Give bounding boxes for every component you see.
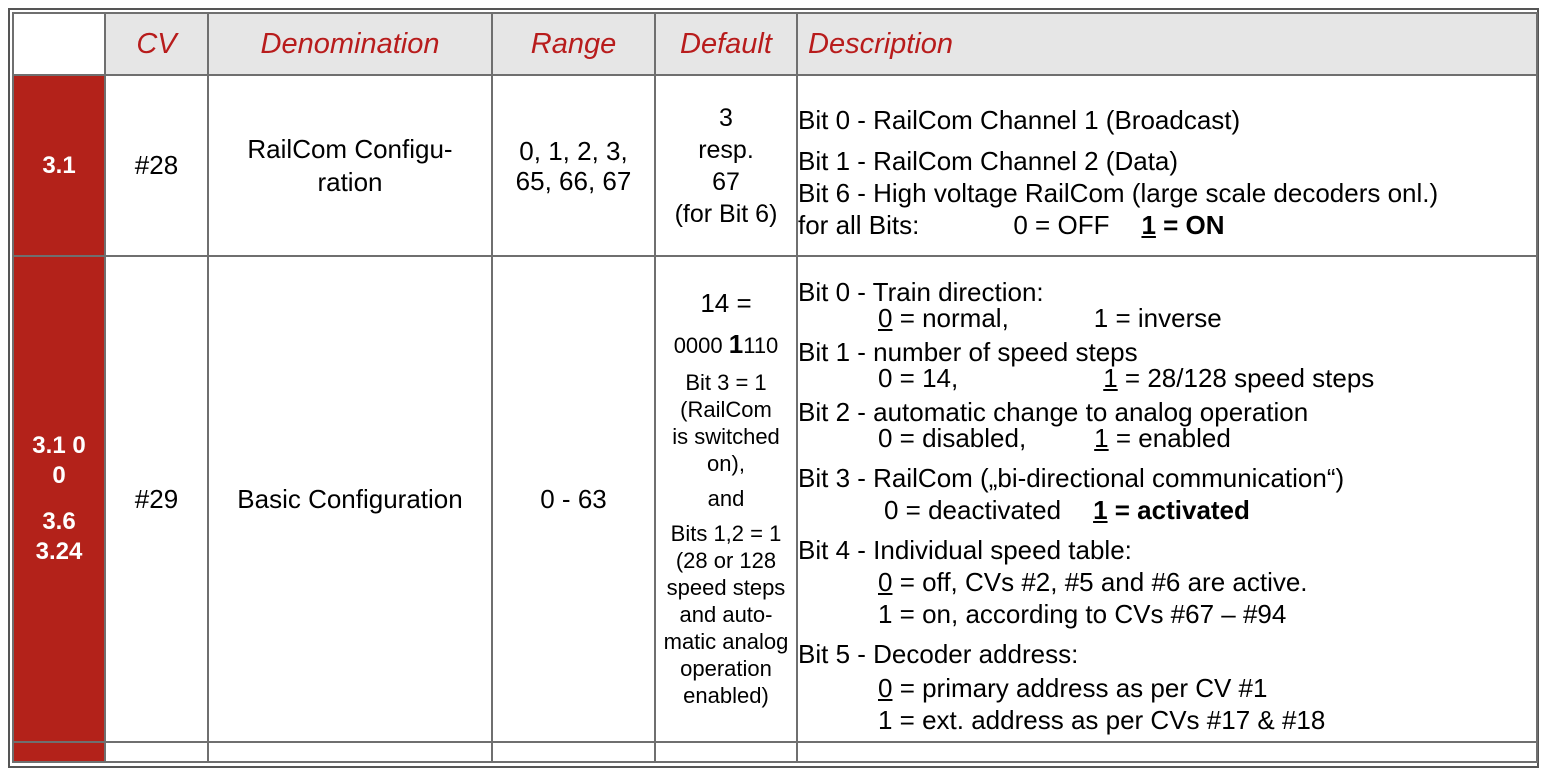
table-cell bbox=[654, 741, 798, 763]
description-line: Bit 0 - Train direction: bbox=[798, 277, 1044, 307]
description-line: Bit 2 - automatic change to analog opera… bbox=[798, 397, 1309, 427]
default-line: matic analog bbox=[663, 628, 789, 654]
value-text: = activated bbox=[1107, 495, 1250, 525]
table-cell bbox=[491, 741, 656, 763]
header-denomination: Denomination bbox=[207, 12, 493, 76]
underlined-value: 1 bbox=[1103, 363, 1118, 393]
description-line: Bit 1 - number of speed steps bbox=[798, 337, 1138, 367]
value-text: 0 = disabled, bbox=[878, 423, 1027, 453]
default-line: enabled) bbox=[683, 682, 769, 708]
cv-number: #29 bbox=[104, 255, 209, 743]
section-number: 0 bbox=[52, 462, 66, 489]
range-cell: 0 - 63 bbox=[491, 255, 656, 743]
description-line: Bit 1 - RailCom Channel 2 (Data) bbox=[798, 146, 1179, 176]
section-number-cell: 3.1 0 0 3.6 3.24 bbox=[12, 255, 106, 743]
default-bits-a: 0000 bbox=[673, 332, 729, 358]
default-line: and bbox=[707, 485, 745, 511]
section-number: 3.24 bbox=[35, 538, 83, 565]
range-line: 0, 1, 2, 3, bbox=[519, 135, 628, 166]
description-line: for all Bits: 0 = OFF 1 = ON bbox=[798, 212, 1536, 238]
cv-number: #28 bbox=[104, 74, 209, 257]
description-line: Bit 0 - RailCom Channel 1 (Broadcast) bbox=[798, 105, 1241, 135]
range-line: 65, 66, 67 bbox=[515, 165, 632, 196]
default-line: resp. bbox=[698, 135, 754, 164]
description-line: Bit 5 - Decoder address: bbox=[798, 639, 1079, 669]
default-line: speed steps bbox=[666, 574, 786, 600]
default-line: 14 = bbox=[700, 287, 752, 318]
default-bits-b: 1 bbox=[728, 328, 744, 359]
underlined-value: 0 bbox=[878, 567, 893, 597]
section-number: 3.6 bbox=[42, 508, 76, 535]
on-value: = ON bbox=[1155, 210, 1225, 240]
value-text: = off, CVs #2, #5 and #6 are active. bbox=[892, 567, 1308, 597]
underlined-value: 0 bbox=[878, 303, 893, 333]
section-number: 3.1 0 bbox=[32, 432, 86, 459]
table-row: 3.1 0 0 3.6 3.24 #29 Basic Configuration… bbox=[12, 255, 1538, 743]
value-text: = normal, bbox=[892, 303, 1009, 333]
table-header-row: CV Denomination Range Default Descriptio… bbox=[12, 12, 1538, 76]
description-line: Bit 3 - RailCom („bi-directional communi… bbox=[798, 463, 1345, 493]
underlined-value: 1 bbox=[1094, 423, 1109, 453]
section-number-cell: 3.1 bbox=[12, 74, 106, 257]
off-value: 0 = OFF bbox=[1013, 210, 1110, 240]
denomination-cell: RailCom Configu- ration bbox=[207, 74, 493, 257]
default-bits-c: 110 bbox=[743, 332, 779, 358]
default-cell: 14 = 0000 1110 Bit 3 = 1 (RailCom is swi… bbox=[654, 255, 798, 743]
description-cell: Bit 0 - RailCom Channel 1 (Broadcast) Bi… bbox=[796, 74, 1538, 257]
description-line: 0 = 14, 1 = 28/128 speed steps bbox=[798, 365, 1536, 391]
section-number-cell bbox=[12, 741, 106, 763]
description-line: Bit 4 - Individual speed table: bbox=[798, 535, 1132, 565]
default-line: (for Bit 6) bbox=[674, 199, 778, 228]
value-text: = 28/128 speed steps bbox=[1117, 363, 1375, 393]
default-line: on), bbox=[707, 450, 745, 476]
description-cell: Bit 0 - Train direction: 0 = normal, 1 = … bbox=[796, 255, 1538, 743]
denomination-line: Basic Configuration bbox=[237, 483, 463, 514]
default-line: Bits 1,2 = 1 bbox=[670, 520, 782, 546]
default-line: 3 bbox=[719, 103, 733, 132]
table-cell bbox=[796, 741, 1538, 763]
default-cell: 3 resp. 67 (for Bit 6) bbox=[654, 74, 798, 257]
description-line: 0 = off, CVs #2, #5 and #6 are active. bbox=[798, 569, 1536, 595]
table-cell bbox=[104, 741, 209, 763]
description-line: 1 = on, according to CVs #67 – #94 bbox=[878, 599, 1287, 629]
header-cv: CV bbox=[104, 12, 209, 76]
description-line: 0 = normal, 1 = inverse bbox=[798, 305, 1536, 331]
value-text: = primary address as per CV #1 bbox=[892, 673, 1268, 703]
default-line: 0000 1110 bbox=[656, 328, 796, 359]
default-line: is switched bbox=[672, 423, 780, 449]
default-line: 67 bbox=[712, 167, 740, 196]
default-line: operation bbox=[680, 655, 772, 681]
header-range: Range bbox=[491, 12, 656, 76]
header-blank bbox=[12, 12, 106, 76]
table-row: 3.1 #28 RailCom Configu- ration 0, 1, 2,… bbox=[12, 74, 1538, 257]
denomination-line: ration bbox=[317, 166, 383, 197]
default-line: Bit 3 = 1 bbox=[685, 369, 767, 395]
section-number: 3.1 bbox=[42, 151, 76, 179]
description-line: 1 = ext. address as per CVs #17 & #18 bbox=[878, 705, 1326, 735]
table-row bbox=[12, 741, 1538, 763]
header-default: Default bbox=[654, 12, 798, 76]
denomination-line: RailCom Configu- bbox=[247, 133, 453, 164]
description-line: 0 = primary address as per CV #1 bbox=[798, 675, 1536, 701]
underlined-value: 0 bbox=[878, 673, 893, 703]
header-description: Description bbox=[796, 12, 1538, 76]
default-line: and auto- bbox=[679, 601, 773, 627]
description-line: 0 = deactivated 1 = activated bbox=[798, 497, 1536, 523]
value-text: 1 = inverse bbox=[1093, 303, 1222, 333]
value-text: = enabled bbox=[1108, 423, 1231, 453]
on-digit: 1 bbox=[1141, 210, 1156, 240]
range-line: 0 - 63 bbox=[540, 484, 607, 514]
value-text: 0 = 14, bbox=[878, 363, 959, 393]
denomination-cell: Basic Configuration bbox=[207, 255, 493, 743]
default-line: (RailCom bbox=[680, 396, 772, 422]
default-line: (28 or 128 bbox=[675, 547, 777, 573]
value-text: 0 = deactivated bbox=[884, 495, 1062, 525]
description-line: 0 = disabled, 1 = enabled bbox=[798, 425, 1536, 451]
bits-prefix: for all Bits: bbox=[798, 210, 920, 240]
underlined-value: 1 bbox=[1093, 495, 1108, 525]
cv-table: CV Denomination Range Default Descriptio… bbox=[12, 12, 1538, 763]
description-line: Bit 6 - High voltage RailCom (large scal… bbox=[798, 178, 1439, 208]
table-cell bbox=[207, 741, 493, 763]
range-cell: 0, 1, 2, 3, 65, 66, 67 bbox=[491, 74, 656, 257]
